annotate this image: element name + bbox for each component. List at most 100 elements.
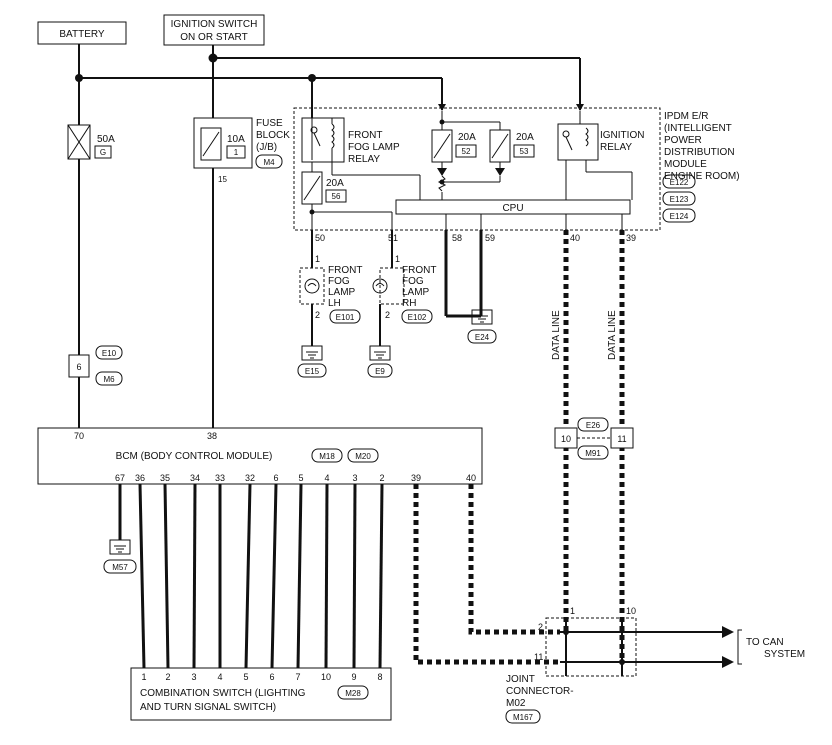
combo-wire bbox=[138, 483, 146, 669]
ground-e24: E24 bbox=[475, 333, 490, 342]
bcm-pin-2: 2 bbox=[379, 473, 384, 483]
ignition-relay-label-2: RELAY bbox=[600, 142, 632, 153]
fuse-20a-56: 20A 56 bbox=[301, 171, 393, 230]
fuse-50a-code: G bbox=[100, 148, 106, 157]
combination-switch-pin-3: 3 bbox=[191, 672, 196, 682]
lamp-rh-pin-2: 2 bbox=[385, 310, 390, 320]
lamp-rh-label-4: RH bbox=[402, 298, 416, 309]
combo-wire bbox=[163, 483, 170, 669]
connector-m6: M6 bbox=[103, 375, 115, 384]
ipdm-pin-40: 40 bbox=[570, 233, 580, 243]
ipdm-label-2: (INTELLIGENT bbox=[664, 123, 732, 134]
ipdm-label-6: ENGINE ROOM) bbox=[664, 171, 740, 182]
connector-pin-10: 10 bbox=[561, 434, 571, 444]
fuse-block-label-1: FUSE bbox=[256, 118, 283, 129]
fuse-10a-rating: 10A bbox=[227, 134, 245, 145]
lamp-rh-label-3: LAMP bbox=[402, 287, 430, 298]
bcm-can-lines bbox=[413, 484, 560, 665]
fuse-20a-52: 20A 52 bbox=[431, 111, 501, 200]
combination-switch-pin-8: 8 bbox=[377, 672, 382, 682]
ignition-switch-source: IGNITION SWITCH ON OR START bbox=[163, 14, 265, 46]
connector-e26: E26 bbox=[586, 421, 601, 430]
ipdm-ground-e24: E24 bbox=[444, 230, 497, 344]
fuse-56-rating: 20A bbox=[326, 178, 344, 189]
ipdm-cpu: CPU bbox=[395, 199, 631, 230]
lamp-lh-label-1: FRONT bbox=[328, 265, 362, 276]
can-data-lines: DATA LINE DATA LINE 10 11 E26 M91 bbox=[551, 230, 634, 662]
data-line-label-1: DATA LINE bbox=[551, 310, 562, 360]
battery-bus bbox=[75, 44, 446, 125]
lamp-rh-connector: E102 bbox=[408, 313, 427, 322]
combination-switch-pin-2: 2 bbox=[165, 672, 170, 682]
ipdm-pin-58: 58 bbox=[452, 233, 462, 243]
lamp-lh-connector: E101 bbox=[336, 313, 355, 322]
connector-m91: M91 bbox=[585, 449, 601, 458]
fuse-block-label-2: BLOCK bbox=[256, 130, 290, 141]
ignition-relay: IGNITION RELAY bbox=[557, 111, 644, 200]
fog-relay-label-2: FOG LAMP bbox=[348, 142, 400, 153]
ground-e9: E9 bbox=[375, 367, 385, 376]
bcm-pin-39: 39 bbox=[411, 473, 421, 483]
lamp-rh-label-1: FRONT bbox=[402, 265, 436, 276]
connector-e10: E10 bbox=[102, 349, 117, 358]
fuse-56-code: 56 bbox=[332, 192, 341, 201]
combination-switch-pin-1: 1 bbox=[141, 672, 146, 682]
combo-wire bbox=[378, 483, 384, 669]
lamp-lh-label-2: FOG bbox=[328, 276, 350, 287]
front-fog-lamp-lh: 1 FRONT FOG LAMP LH 2 E101 E15 bbox=[297, 230, 362, 378]
bcm-pin-67: 67 bbox=[115, 473, 125, 483]
bcm-pin-35: 35 bbox=[160, 473, 170, 483]
lamp-lh-label-3: LAMP bbox=[328, 287, 356, 298]
ipdm-connector-e122: E122 bbox=[670, 178, 689, 187]
lamp-lh-pin-2: 2 bbox=[315, 310, 320, 320]
joint-connector-label-3: M02 bbox=[506, 698, 526, 709]
combo-wire bbox=[192, 483, 197, 669]
fuse-52-rating: 20A bbox=[458, 132, 476, 143]
combination-switch-connector-m28: M28 bbox=[345, 689, 361, 698]
bcm-pin-70: 70 bbox=[74, 431, 84, 441]
bcm-pin-33: 33 bbox=[215, 473, 225, 483]
combo-wire bbox=[296, 483, 303, 669]
ipdm-pin-39: 39 bbox=[626, 233, 636, 243]
fuse-block-label-3: (J/B) bbox=[256, 142, 277, 153]
connector-pin-6: 6 bbox=[76, 362, 81, 372]
fuse-10a-code: 1 bbox=[234, 148, 239, 157]
bcm-pin-32: 32 bbox=[245, 473, 255, 483]
ipdm-er-module: IPDM E/R (INTELLIGENT POWER DISTRIBUTION… bbox=[293, 107, 740, 231]
bcm-module: 70 38 BCM (BODY CONTROL MODULE) M18 M20 … bbox=[37, 427, 483, 485]
ignition-switch-label-1: IGNITION SWITCH bbox=[171, 19, 258, 30]
joint-pin-10: 10 bbox=[626, 606, 636, 616]
ipdm-label-1: IPDM E/R bbox=[664, 111, 708, 122]
ipdm-connector-e124: E124 bbox=[670, 212, 689, 221]
bcm-pin-36: 36 bbox=[135, 473, 145, 483]
bcm-pin-6: 6 bbox=[273, 473, 278, 483]
ipdm-label-3: POWER bbox=[664, 135, 702, 146]
bcm-ground-m57: M57 bbox=[103, 484, 137, 574]
bcm-pin-34: 34 bbox=[190, 473, 200, 483]
fog-relay-label-1: FRONT bbox=[348, 130, 382, 141]
combo-wire bbox=[352, 483, 357, 669]
joint-pin-11: 11 bbox=[534, 652, 543, 662]
ipdm-pin-51: 51 bbox=[388, 233, 398, 243]
ground-e15: E15 bbox=[305, 367, 320, 376]
connector-e10-m6: 6 E10 M6 bbox=[68, 345, 123, 428]
fuse-53-rating: 20A bbox=[516, 132, 534, 143]
lamp-rh-pin-1: 1 bbox=[395, 254, 400, 264]
bcm-pin-5: 5 bbox=[298, 473, 303, 483]
combination-switch-label-2: AND TURN SIGNAL SWITCH) bbox=[140, 702, 276, 713]
joint-connector-label-2: CONNECTOR- bbox=[506, 686, 574, 697]
ipdm-connector-e123: E123 bbox=[670, 195, 689, 204]
ipdm-pin-50: 50 bbox=[315, 233, 325, 243]
battery-label: BATTERY bbox=[59, 29, 105, 40]
data-line-label-2: DATA LINE bbox=[607, 310, 618, 360]
ground-m57: M57 bbox=[112, 563, 128, 572]
lamp-lh-label-4: LH bbox=[328, 298, 341, 309]
ipdm-pin-59: 59 bbox=[485, 233, 495, 243]
bcm-label: BCM (BODY CONTROL MODULE) bbox=[116, 451, 273, 462]
fog-relay-label-3: RELAY bbox=[348, 154, 380, 165]
ignition-relay-label-1: IGNITION bbox=[600, 130, 644, 141]
combo-wire bbox=[270, 483, 278, 669]
